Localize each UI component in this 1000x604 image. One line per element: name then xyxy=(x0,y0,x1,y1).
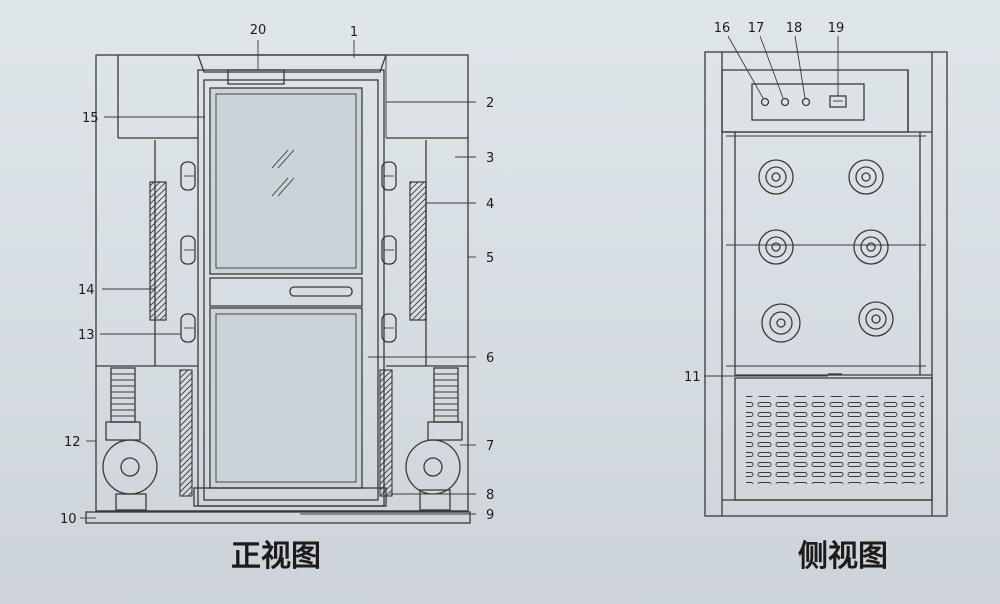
front-view: 20 1 2 15 3 4 5 14 13 6 12 7 8 9 10 正视图 xyxy=(60,23,494,574)
indicator-16-icon xyxy=(760,97,770,107)
callout-15: 15 xyxy=(82,111,99,126)
left-blower-fan xyxy=(102,367,158,511)
callout-14: 14 xyxy=(78,283,95,298)
callout-20: 20 xyxy=(250,23,267,38)
callout-12: 12 xyxy=(64,435,81,450)
callout-8: 8 xyxy=(486,488,494,503)
lower-glass-panel xyxy=(209,307,363,489)
side-nozzles xyxy=(758,159,894,343)
callout-19: 19 xyxy=(828,21,845,36)
callout-5: 5 xyxy=(486,251,494,266)
left-bottom-filter xyxy=(179,369,193,497)
front-leader-lines xyxy=(80,40,476,519)
front-view-caption: 正视图 xyxy=(231,539,321,574)
callout-16: 16 xyxy=(714,21,731,36)
callout-11: 11 xyxy=(684,370,701,385)
right-hepa-filter xyxy=(409,181,427,321)
air-vent-grille xyxy=(746,396,924,484)
door-header xyxy=(197,54,387,73)
side-view-caption: 侧视图 xyxy=(798,539,888,574)
left-hepa-filter xyxy=(149,181,167,321)
side-view: 16 17 18 19 11 侧视图 xyxy=(684,21,948,574)
door-handle xyxy=(289,286,353,297)
callout-10: 10 xyxy=(60,512,77,527)
callout-1: 1 xyxy=(350,25,358,40)
callout-4: 4 xyxy=(486,197,494,212)
side-callouts: 16 17 18 19 11 xyxy=(684,21,844,385)
base-plate xyxy=(85,511,471,524)
callout-18: 18 xyxy=(786,21,803,36)
right-blower-fan xyxy=(405,367,463,511)
left-nozzles xyxy=(180,161,196,343)
door-indicator-light xyxy=(227,69,285,85)
upper-glass-panel xyxy=(209,87,363,275)
indicator-18-icon xyxy=(801,97,811,107)
callout-17: 17 xyxy=(748,21,765,36)
side-leader-lines xyxy=(704,35,839,377)
digital-display-19 xyxy=(829,95,847,108)
control-display-box xyxy=(751,83,865,121)
callout-6: 6 xyxy=(486,351,494,366)
side-cabinet-outline xyxy=(704,51,948,517)
front-callouts: 20 1 2 15 3 4 5 14 13 6 12 7 8 9 10 xyxy=(60,23,494,527)
callout-7: 7 xyxy=(486,439,494,454)
indicator-17-icon xyxy=(780,97,790,107)
right-nozzles xyxy=(381,161,397,343)
callout-9: 9 xyxy=(486,508,494,523)
callout-3: 3 xyxy=(486,151,494,166)
callout-13: 13 xyxy=(78,328,95,343)
callout-2: 2 xyxy=(486,96,494,111)
right-bottom-filter xyxy=(379,369,393,497)
control-panel xyxy=(721,69,909,133)
